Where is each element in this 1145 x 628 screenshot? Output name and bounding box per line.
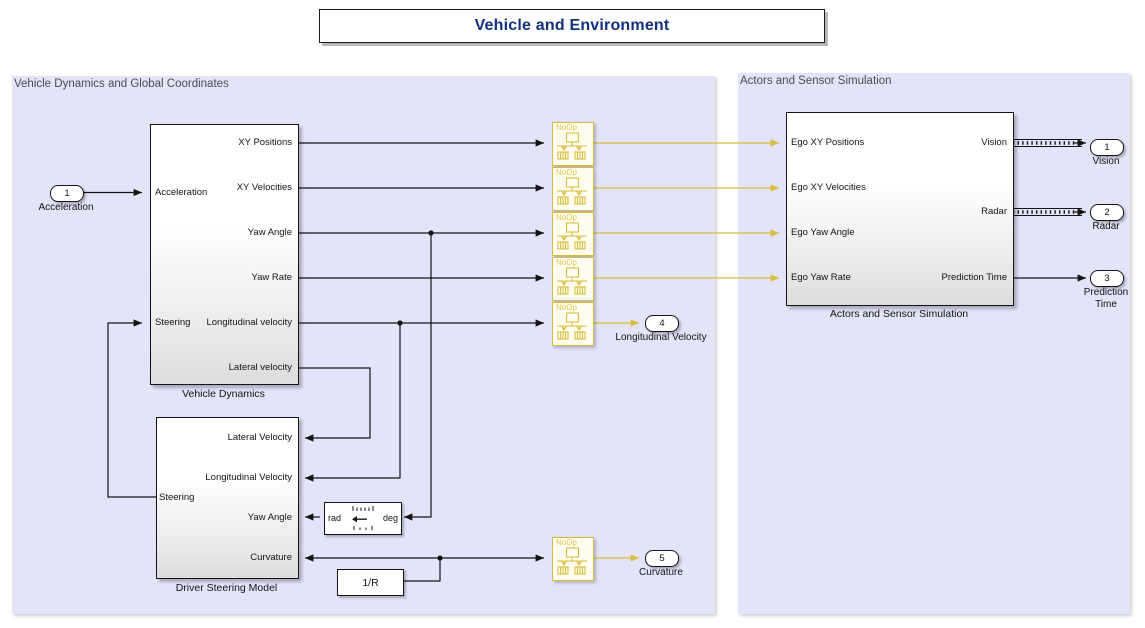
noop-chip-icon (557, 132, 587, 160)
noop-label: NoOp (556, 168, 577, 177)
noop-label: NoOp (556, 213, 577, 222)
outport-curvature-caption: Curvature (639, 567, 683, 578)
unit-converter-right-label: deg (382, 513, 398, 523)
page-title: Vehicle and Environment (474, 17, 670, 34)
outport-prediction-time-number: 3 (1104, 272, 1110, 284)
curvature-gain-label: 1/R (362, 576, 379, 589)
unit-converter-left-label: rad (328, 513, 342, 523)
noop-label: NoOp (556, 258, 577, 267)
block-unit-converter-rad-deg[interactable]: rad deg (324, 502, 402, 535)
outport-radar-number: 2 (1104, 206, 1110, 218)
outport-prediction-time[interactable]: 3 (1090, 270, 1124, 287)
actors-sensor-input-ego-xy-velocities: Ego XY Velocities (791, 182, 866, 193)
noop-curvature[interactable]: NoOp (552, 537, 594, 581)
vehicle-dynamics-output-lateral-velocity: Lateral velocity (228, 362, 292, 373)
driver-steering-input-longitudinal-velocity: Longitudinal Velocity (205, 472, 292, 483)
noop-label: NoOp (556, 123, 577, 132)
outport-vision-number: 1 (1104, 141, 1110, 153)
driver-steering-input-yaw-angle: Yaw Angle (247, 512, 292, 523)
noop-yaw-angle[interactable]: NoOp (552, 212, 594, 256)
outport-longitudinal-velocity-number: 4 (659, 317, 665, 329)
outport-longitudinal-velocity[interactable]: 4 (645, 315, 679, 332)
actors-sensor-area-label: Actors and Sensor Simulation (740, 75, 892, 87)
actors-sensor-output-prediction-time: Prediction Time (941, 272, 1007, 283)
vehicle-dynamics-input-steering: Steering (155, 317, 191, 328)
unit-converter-icon (352, 506, 374, 530)
noop-xy-positions[interactable]: NoOp (552, 122, 594, 166)
noop-xy-velocities[interactable]: NoOp (552, 167, 594, 211)
actors-sensor-simulation-caption: Actors and Sensor Simulation (829, 308, 969, 320)
vehicle-dynamics-output-xy-positions: XY Positions (238, 137, 292, 148)
vehicle-dynamics-output-longitudinal-velocity: Longitudinal velocity (206, 317, 292, 328)
noop-longitudinal-velocity[interactable]: NoOp (552, 302, 594, 346)
outport-radar-caption: Radar (1092, 221, 1120, 232)
actors-sensor-input-ego-xy-positions: Ego XY Positions (791, 137, 865, 148)
driver-steering-output-steering: Steering (159, 492, 195, 503)
block-curvature-gain[interactable]: 1/R (337, 569, 404, 596)
actors-sensor-input-ego-yaw-rate: Ego Yaw Rate (791, 272, 851, 283)
noop-label: NoOp (556, 538, 577, 547)
vehicle-dynamics-input-acceleration: Acceleration (155, 187, 208, 198)
inport-acceleration-number: 1 (64, 187, 70, 199)
outport-prediction-time-caption: Prediction Time (1083, 287, 1129, 310)
noop-chip-icon (557, 177, 587, 205)
vehicle-dynamics-output-yaw-angle: Yaw Angle (247, 227, 292, 238)
driver-steering-model-caption: Driver Steering Model (175, 582, 278, 594)
title-banner: Vehicle and Environment (319, 9, 825, 43)
outport-curvature-number: 5 (659, 552, 665, 564)
vehicle-dynamics-output-yaw-rate: Yaw Rate (251, 272, 292, 283)
actors-sensor-input-ego-yaw-angle: Ego Yaw Angle (791, 227, 855, 238)
noop-label: NoOp (556, 303, 577, 312)
noop-yaw-rate[interactable]: NoOp (552, 257, 594, 301)
inport-acceleration[interactable]: 1 (50, 185, 84, 202)
inport-acceleration-caption: Acceleration (38, 202, 94, 213)
vehicle-dynamics-caption: Vehicle Dynamics (182, 388, 265, 400)
outport-curvature[interactable]: 5 (645, 550, 679, 567)
block-driver-steering-model[interactable] (156, 417, 299, 579)
outport-radar[interactable]: 2 (1090, 204, 1124, 221)
noop-chip-icon (557, 312, 587, 340)
actors-sensor-output-vision: Vision (981, 137, 1007, 148)
noop-chip-icon (557, 267, 587, 295)
driver-steering-input-lateral-velocity: Lateral Velocity (227, 432, 292, 443)
block-actors-sensor-simulation[interactable] (786, 112, 1014, 306)
vehicle-dynamics-output-xy-velocities: XY Velocities (236, 182, 292, 193)
vehicle-dynamics-area-label: Vehicle Dynamics and Global Coordinates (14, 78, 229, 90)
driver-steering-input-curvature: Curvature (250, 552, 292, 563)
noop-chip-icon (557, 547, 587, 575)
block-vehicle-dynamics[interactable] (150, 124, 299, 385)
outport-vision-caption: Vision (1092, 156, 1120, 167)
noop-chip-icon (557, 222, 587, 250)
actors-sensor-output-radar: Radar (981, 206, 1007, 217)
outport-longitudinal-velocity-caption: Longitudinal Velocity (615, 332, 707, 343)
outport-vision[interactable]: 1 (1090, 139, 1124, 156)
